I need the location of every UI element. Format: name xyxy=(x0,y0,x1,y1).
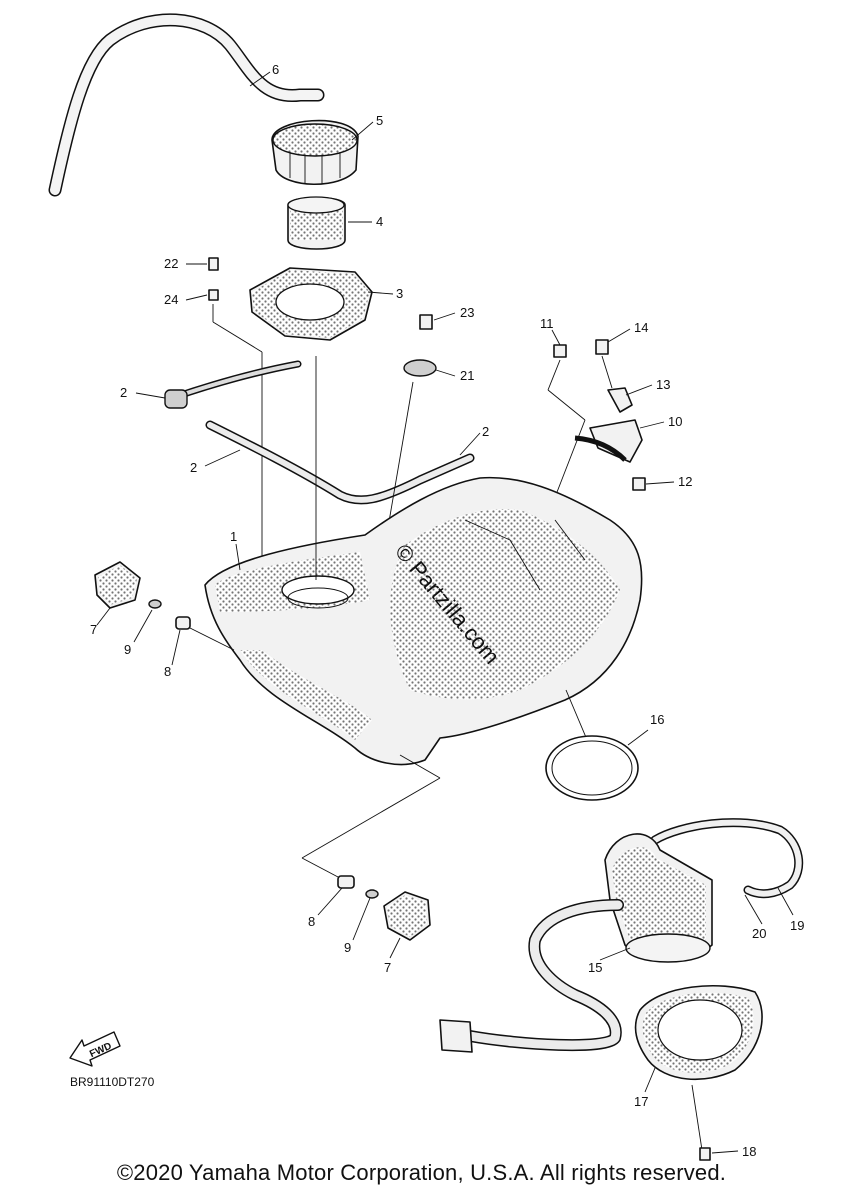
callout-9a: 9 xyxy=(124,642,131,657)
callout-16: 16 xyxy=(650,712,664,727)
callout-2b: 2 xyxy=(190,460,197,475)
callout-12: 12 xyxy=(678,474,692,489)
callout-11: 11 xyxy=(540,316,554,331)
fuel-pump xyxy=(439,818,804,1053)
callout-7b: 7 xyxy=(384,960,391,975)
callout-8b: 8 xyxy=(308,914,315,929)
callout-23: 22 xyxy=(164,256,178,271)
callout-7a: 7 xyxy=(90,622,97,637)
copyright-notice: ©2020 Yamaha Motor Corporation, U.S.A. A… xyxy=(116,1160,727,1185)
callout-4: 4 xyxy=(376,214,383,229)
cap-seal xyxy=(287,196,346,250)
callout-13: 13 xyxy=(656,377,670,392)
bolt-washer-23-24 xyxy=(208,257,263,570)
fwd-arrow: FWD xyxy=(69,1031,121,1067)
callout-19: 19 xyxy=(790,918,804,933)
callout-1: 1 xyxy=(230,529,237,544)
breather-hose xyxy=(48,13,325,197)
callout-10: 10 xyxy=(668,414,682,429)
callout-2a: 2 xyxy=(120,385,127,400)
callout-3: 3 xyxy=(396,286,403,301)
callout-8a: 8 xyxy=(164,664,171,679)
bracket-assembly xyxy=(547,339,646,506)
callout-24: 24 xyxy=(164,292,178,307)
callout-20: 20 xyxy=(752,926,766,941)
callout-6: 6 xyxy=(272,62,279,77)
fuel-hoses xyxy=(164,360,475,505)
mount-right xyxy=(301,754,441,941)
fuel-tank xyxy=(204,356,643,781)
callout-17: 17 xyxy=(634,1094,648,1109)
callout-labels: 6 5 4 3 22 24 2 2 2 23 21 11 14 13 10 12… xyxy=(90,62,804,1159)
pump-plate xyxy=(634,984,763,1161)
callout-22: 23 xyxy=(460,305,474,320)
callout-18: 18 xyxy=(742,1144,756,1159)
callout-15: 15 xyxy=(588,960,602,975)
callout-21: 21 xyxy=(460,368,474,383)
drawing-code: BR91110DT270 xyxy=(70,1075,155,1089)
callout-5: 5 xyxy=(376,113,383,128)
pump-seal xyxy=(545,735,639,801)
mount-left xyxy=(94,561,235,651)
leader-lines xyxy=(96,71,794,1154)
fuel-cap xyxy=(271,119,359,185)
callout-14: 14 xyxy=(634,320,648,335)
filler-ring xyxy=(249,267,373,341)
callout-2c: 2 xyxy=(482,424,489,439)
callout-9b: 9 xyxy=(344,940,351,955)
